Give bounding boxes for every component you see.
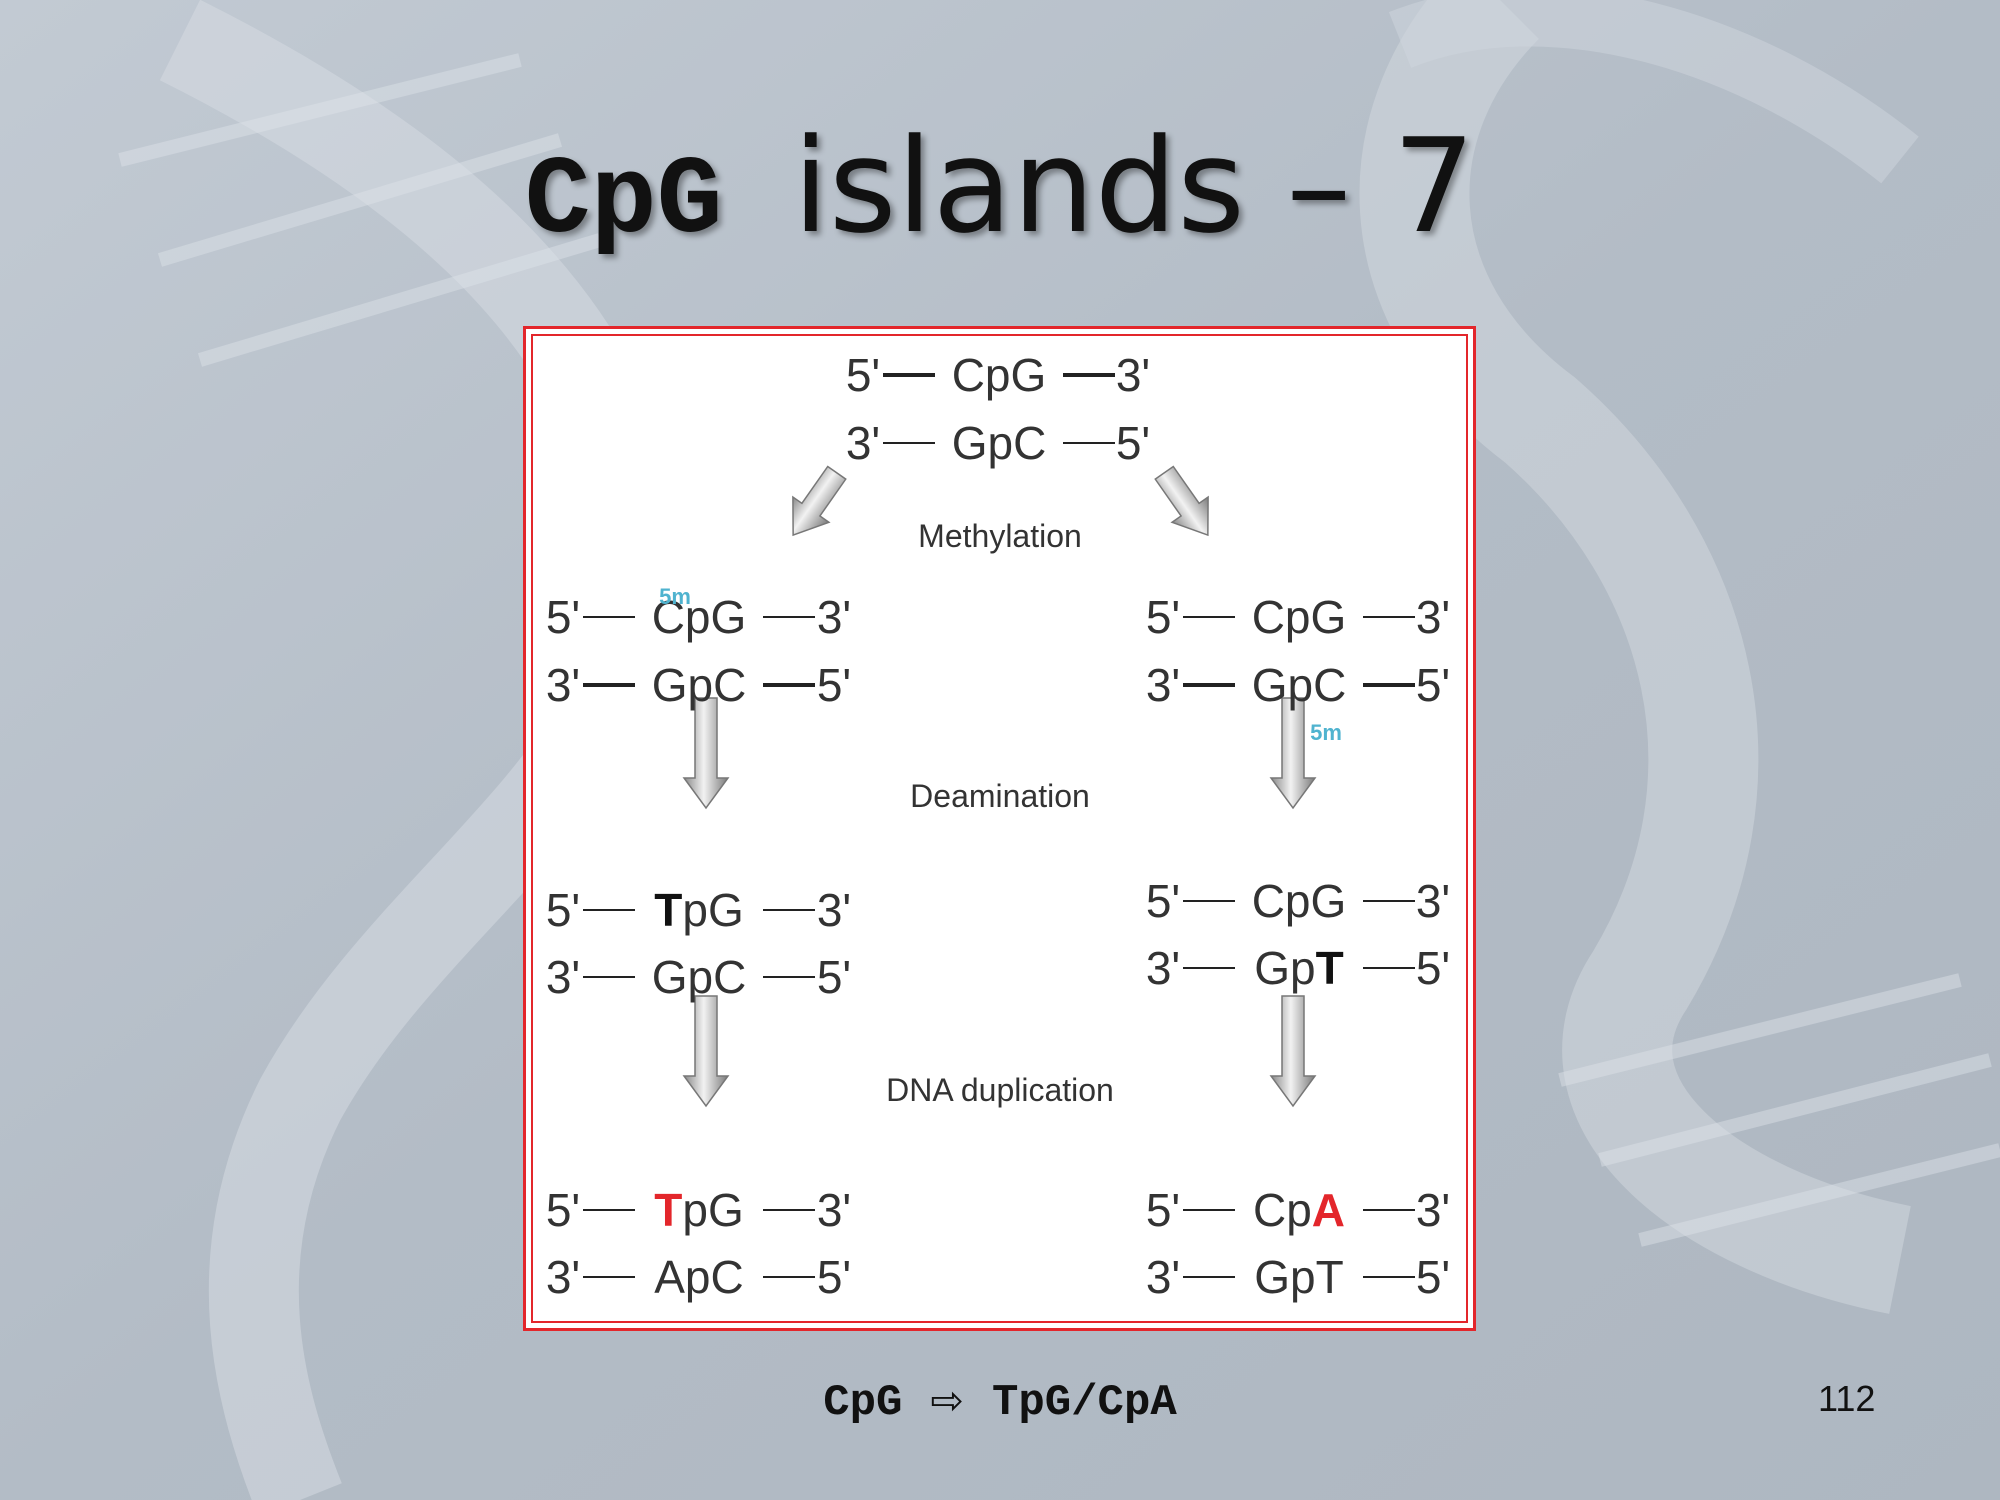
left-duplicated-strand-2-end-left: 3'	[546, 1251, 580, 1303]
methylation-arrow-left	[792, 465, 847, 537]
right-duplicated-strand-1-sequence-text: Cp	[1253, 1184, 1312, 1236]
right-methylated-strand-1-sequence-text: CpG	[1252, 591, 1347, 643]
deamination-arrow-left	[682, 697, 730, 810]
left-deaminated-strand-2-end-left: 3'	[546, 951, 580, 1003]
top-strand-1-end-left: 5'	[846, 349, 880, 401]
right-deaminated-strand-2-sequence-text: Gp	[1254, 942, 1315, 994]
top-strand-2-end-right: 5'	[1116, 417, 1150, 469]
right-methylated-strand-1-end-left: 5'	[1146, 591, 1180, 643]
left-deaminated-strand-2-end-right: 5'	[817, 951, 851, 1003]
top-strand-2-end-left: 3'	[846, 417, 880, 469]
left-duplicated-strand-2-sequence-text: ApC	[654, 1251, 743, 1303]
left-deaminated-strand-1-sequence-text: pG	[682, 884, 743, 936]
left-duplicated-strand-2-sequence: ApC	[654, 1251, 743, 1303]
right-methylated-strand-2-end-left: 3'	[1146, 659, 1180, 711]
caption-from: CpG	[823, 1378, 903, 1428]
title-text: islands	[792, 110, 1245, 262]
right-deaminated-strand-2-end-right: 5'	[1416, 942, 1450, 994]
deamination-label: Deamination	[910, 778, 1090, 814]
left-deaminated-strand-1-sequence: TpG	[654, 884, 743, 936]
top-strand-1-end-right: 3'	[1116, 349, 1150, 401]
right-duplicated-strand-1-sequence: CpA	[1253, 1184, 1345, 1236]
right-duplicated-strand-2-end-left: 3'	[1146, 1251, 1180, 1303]
left-duplicated-strand-2-end-right: 5'	[817, 1251, 851, 1303]
right-methylated-strand-2-sequence: GpC	[1252, 659, 1347, 711]
top-strand-1-sequence: CpG	[952, 349, 1047, 401]
duplication-arrow-left	[682, 995, 730, 1108]
right-deaminated-strand-1-sequence: CpG	[1252, 875, 1347, 927]
methylation-arrow-right	[1154, 465, 1209, 537]
right-deaminated-strand-2-end-left: 3'	[1146, 942, 1180, 994]
methyl-mark-left: 5m	[659, 584, 691, 609]
arrows	[682, 465, 1317, 1108]
left-duplicated-strand-1-sequence: TpG	[654, 1184, 743, 1236]
left-duplicated-strand-1-end-left: 5'	[546, 1184, 580, 1236]
slide-caption: CpG ⇨ TpG/CpA	[0, 1378, 2000, 1428]
left-deaminated-strand-1-sequence-base: T	[654, 884, 682, 936]
title-number: 7	[1392, 110, 1476, 262]
left-duplicated-strand-1-end-right: 3'	[817, 1184, 851, 1236]
right-duplicated-strand-1-sequence-base: A	[1312, 1184, 1345, 1236]
left-methylated-strand-2-end-right: 5'	[817, 659, 851, 711]
top-strand-2-sequence: GpC	[952, 417, 1047, 469]
right-duplicated-strand-2-sequence: GpT	[1254, 1251, 1343, 1303]
caption-arrow-icon: ⇨	[930, 1378, 964, 1424]
right-methylated-strand-2-sequence-text: GpC	[1252, 659, 1347, 711]
left-methylated-strand-1-sequence-text: CpG	[652, 591, 747, 643]
left-deaminated-strand-2-sequence: GpC	[652, 951, 747, 1003]
title-dash: –	[1286, 110, 1352, 262]
right-methylated-strand-2-end-right: 5'	[1416, 659, 1450, 711]
duplication-label: DNA duplication	[886, 1072, 1114, 1108]
title-code: CpG	[524, 140, 723, 265]
right-deaminated-strand-1-end-left: 5'	[1146, 875, 1180, 927]
top-strand-2-sequence-text: GpC	[952, 417, 1047, 469]
right-methylated-strand-1-end-right: 3'	[1416, 591, 1450, 643]
left-methylated-strand-1-sequence: CpG	[652, 591, 747, 643]
left-methylated-strand-2-end-left: 3'	[546, 659, 580, 711]
left-duplicated-strand-1-sequence-base: T	[654, 1184, 682, 1236]
right-duplicated-strand-1-end-right: 3'	[1416, 1184, 1450, 1236]
left-methylated-strand-2-sequence: GpC	[652, 659, 747, 711]
left-deaminated-strand-2-sequence-text: GpC	[652, 951, 747, 1003]
left-duplicated-strand-1-sequence-text: pG	[682, 1184, 743, 1236]
right-deaminated-strand-2-sequence-base: T	[1316, 942, 1344, 994]
right-deaminated-strand-2-sequence: GpT	[1254, 942, 1343, 994]
left-methylated-strand-1-end-right: 3'	[817, 591, 851, 643]
right-deaminated-strand-1-end-right: 3'	[1416, 875, 1450, 927]
right-methylated-strand-1-sequence: CpG	[1252, 591, 1347, 643]
top-strand-1-sequence-text: CpG	[952, 349, 1047, 401]
duplication-arrow-right	[1269, 995, 1317, 1108]
right-duplicated-strand-2-end-right: 5'	[1416, 1251, 1450, 1303]
right-duplicated-strand-1-end-left: 5'	[1146, 1184, 1180, 1236]
page-number: 112	[1818, 1378, 1876, 1419]
left-methylated-strand-2-sequence-text: GpC	[652, 659, 747, 711]
caption-to: TpG/CpA	[991, 1378, 1177, 1428]
right-deaminated-strand-1-sequence-text: CpG	[1252, 875, 1347, 927]
left-methylated-strand-1-end-left: 5'	[546, 591, 580, 643]
right-duplicated-strand-2-sequence-text: GpT	[1254, 1251, 1343, 1303]
methyl-mark-right: 5m	[1310, 720, 1342, 745]
slide-title: CpG islands – 7	[0, 110, 2000, 265]
left-deaminated-strand-1-end-right: 3'	[817, 884, 851, 936]
methylation-label: Methylation	[918, 518, 1082, 554]
left-deaminated-strand-1-end-left: 5'	[546, 884, 580, 936]
deamination-arrow-right	[1269, 697, 1317, 810]
